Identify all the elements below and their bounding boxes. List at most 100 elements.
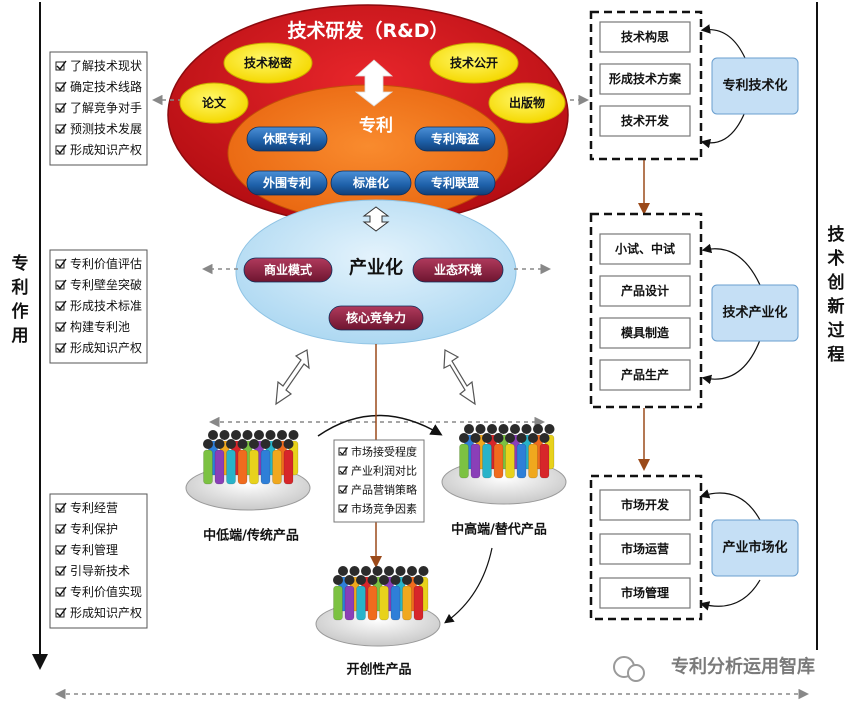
- person-head: [516, 433, 527, 443]
- process-step-label: 市场开发: [621, 497, 670, 512]
- person-head: [493, 433, 504, 443]
- rd-item-bubble: [179, 82, 249, 124]
- process-group-frame: [589, 474, 703, 621]
- person-head: [249, 439, 259, 449]
- process-step-label: 小试、中试: [615, 241, 675, 256]
- person-head: [288, 430, 299, 440]
- left-list-item: 专利保护: [70, 521, 118, 536]
- person-head: [277, 430, 287, 440]
- check-mark-icon: [56, 607, 67, 618]
- person-figure: [260, 449, 271, 485]
- left-list-item: 专利价值实现: [70, 584, 142, 599]
- left-list-item: 形成技术标准: [70, 299, 142, 313]
- person-head: [498, 424, 509, 434]
- person-head: [283, 439, 294, 449]
- left-list-item: 专利管理: [70, 542, 118, 557]
- industry-title: 产业化: [349, 257, 403, 279]
- left-list-item: 了解竞争对手: [70, 101, 142, 115]
- process-step-label: 产品设计: [621, 283, 669, 298]
- process-step-label: 市场运营: [621, 541, 669, 556]
- left-list-item: 形成知识产权: [70, 341, 142, 355]
- process-group-label-box: [711, 284, 799, 342]
- process-step-box: [599, 105, 691, 137]
- person-figure: [333, 585, 343, 621]
- person-head: [464, 424, 474, 434]
- left-list-item: 预测技术发展: [70, 121, 142, 136]
- check-mark-icon: [339, 466, 348, 475]
- person-head: [407, 566, 417, 576]
- person-figure: [470, 443, 481, 479]
- person-head: [226, 439, 236, 449]
- process-step-label: 技术开发: [621, 113, 670, 128]
- watermark: [613, 656, 645, 682]
- left-list-item: 确定技术线路: [70, 79, 142, 94]
- checkbox-icon: [55, 301, 65, 311]
- person-head: [237, 439, 248, 449]
- rd-item-label: 出版物: [509, 95, 545, 110]
- industry-high-arrow: [443, 349, 476, 406]
- person-head: [475, 424, 486, 434]
- checkbox-icon: [55, 259, 65, 269]
- person-figure: [390, 585, 401, 621]
- person-figure: [272, 449, 282, 485]
- person-figure: [402, 585, 412, 621]
- left-list-box: [49, 493, 148, 629]
- person-head: [418, 566, 429, 576]
- person-head: [482, 433, 492, 443]
- check-mark-icon: [56, 300, 67, 311]
- patent-item: [414, 170, 496, 196]
- patent-item-label: 专利联盟: [431, 175, 479, 190]
- process-step-label: 技术构思: [621, 29, 669, 44]
- person-figure: [413, 585, 424, 621]
- left-list-item: 专利壁垒突破: [70, 277, 142, 292]
- person-head: [459, 433, 469, 443]
- person-figure: [528, 443, 538, 479]
- checkbox-icon: [55, 503, 65, 513]
- process-step-box: [599, 533, 691, 565]
- market-factors-box: [333, 439, 425, 523]
- rd-patent-arrow: [354, 59, 394, 107]
- person-head: [413, 575, 424, 585]
- person-figure: [237, 449, 248, 485]
- patent-item-label: 外围专利: [263, 175, 311, 190]
- check-mark-icon: [56, 544, 67, 555]
- checkbox-icon: [55, 322, 65, 332]
- process-step-label: 形成技术方案: [609, 71, 682, 86]
- person-head: [219, 430, 230, 440]
- process-step-box: [599, 359, 691, 391]
- person-figure: [249, 449, 259, 485]
- industry-item: [328, 305, 424, 331]
- person-head: [395, 566, 406, 576]
- checkbox-icon: [55, 82, 65, 92]
- watermark-text: 专利分析运用智库: [671, 656, 815, 678]
- person-head: [505, 433, 515, 443]
- person-head: [356, 575, 366, 585]
- product-high-label: 中高端/替代产品: [451, 522, 547, 538]
- rd-item-label: 技术公开: [450, 55, 498, 70]
- person-figure: [356, 585, 366, 621]
- person-head: [379, 575, 389, 585]
- market-factor-item: 产品营销策略: [351, 483, 417, 497]
- check-mark-icon: [56, 123, 67, 134]
- checkbox-icon: [55, 103, 65, 113]
- left-list-item: 构建专利池: [70, 319, 130, 334]
- check-mark-icon: [56, 144, 67, 155]
- person-head: [338, 566, 348, 576]
- rd-item-bubble: [429, 42, 519, 84]
- process-group-label-box: [711, 519, 799, 577]
- check-mark-icon: [56, 502, 67, 513]
- person-head: [214, 439, 225, 449]
- check-mark-icon: [56, 342, 67, 353]
- person-figure: [482, 443, 492, 479]
- person-head: [272, 439, 282, 449]
- industry-item-label: 核心竞争力: [346, 310, 406, 325]
- process-group-label-box: [711, 57, 799, 115]
- checkbox-icon: [55, 61, 65, 71]
- patent-item: [330, 170, 412, 196]
- check-mark-icon: [339, 485, 348, 494]
- process-step-box: [599, 577, 691, 609]
- person-figure: [367, 585, 378, 621]
- process-step-box: [599, 63, 691, 95]
- person-head: [203, 439, 213, 449]
